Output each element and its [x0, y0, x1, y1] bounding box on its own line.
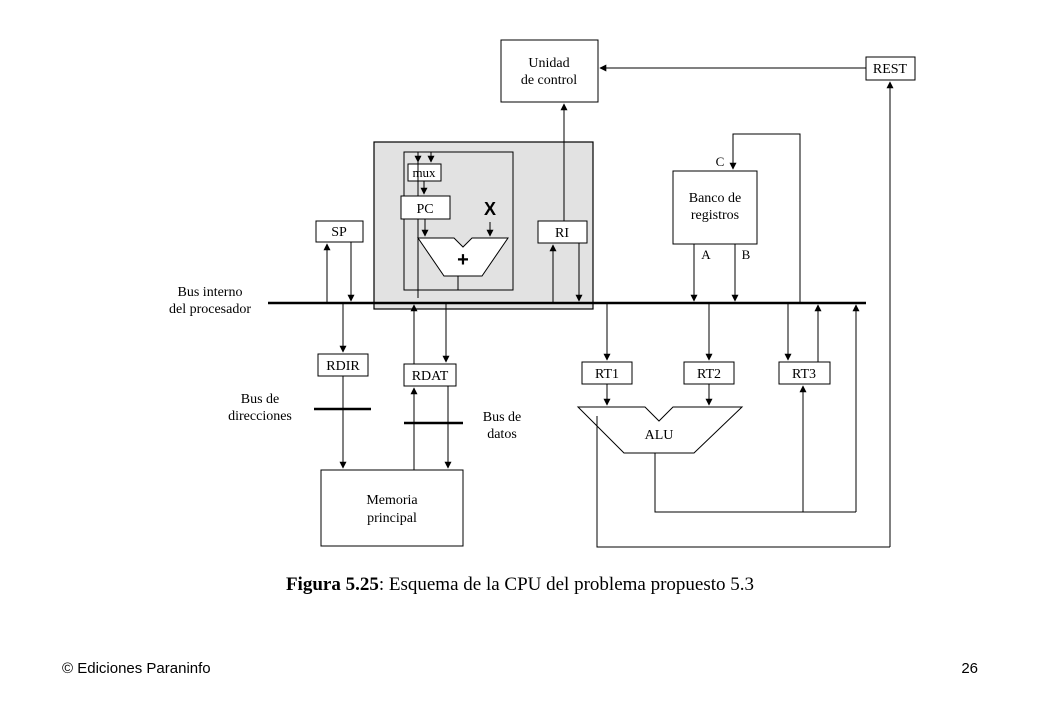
rt3-register-label: RT3 — [792, 367, 816, 382]
rest-register-label: REST — [873, 62, 908, 77]
control-unit-box — [500, 39, 599, 103]
register-bank-label-line1: Banco de — [689, 191, 741, 206]
alu-shape — [576, 406, 744, 454]
rt3-register-box — [778, 361, 831, 385]
figure-caption-text: : Esquema de la CPU del problema propues… — [378, 574, 755, 595]
rt2-register-label: RT2 — [697, 367, 721, 382]
rdat-register-label: RDAT — [412, 369, 449, 384]
sp-register-box — [315, 220, 364, 243]
main-memory-label-line1: Memoria — [366, 493, 418, 508]
alu-to-buses-line — [654, 453, 856, 513]
data-bus-label-line2: datos — [487, 427, 517, 442]
register-bank-box — [672, 170, 758, 245]
bus-to-bank-c-line — [729, 133, 801, 303]
data-bus-label-line1: Bus de — [483, 410, 522, 425]
alu-status-line — [596, 416, 890, 548]
control-unit-label-line2: de control — [521, 73, 577, 88]
alu-label: ALU — [645, 428, 674, 443]
mux-label: mux — [412, 165, 436, 180]
port-c-label: C — [716, 154, 725, 169]
pc-register-label: PC — [416, 202, 433, 217]
register-bank-label-line2: registros — [691, 208, 739, 223]
x-mark-label: X — [484, 199, 496, 219]
ri-register-label: RI — [555, 226, 569, 241]
main-memory-box — [320, 469, 464, 547]
internal-bus-label-line1: Bus interno — [178, 285, 243, 300]
port-b-label: B — [742, 247, 751, 262]
rdir-register-label: RDIR — [326, 359, 360, 374]
figure-caption-label: Figura 5.25 — [285, 574, 379, 595]
figure-caption: Figura 5.25: Esquema de la CPU del probl… — [0, 574, 1040, 596]
ri-register-box — [537, 220, 588, 244]
footer-copyright: © Ediciones Paraninfo — [62, 660, 211, 677]
rt1-register-label: RT1 — [595, 367, 619, 382]
address-bus-label-line1: Bus de — [241, 392, 280, 407]
address-bus-label-line2: direcciones — [228, 409, 292, 424]
sp-register-label: SP — [331, 225, 347, 240]
internal-bus-label-line2: del procesador — [169, 302, 251, 317]
port-a-label: A — [701, 247, 711, 262]
main-memory-label-line2: principal — [367, 511, 417, 526]
footer-page-number: 26 — [961, 660, 978, 677]
rdat-register-box — [403, 363, 457, 387]
adder-plus-label: + — [457, 249, 469, 271]
control-unit-label-line1: Unidad — [528, 56, 569, 71]
pc-adder-shape — [417, 237, 509, 277]
adder-feedback-line — [457, 276, 513, 291]
